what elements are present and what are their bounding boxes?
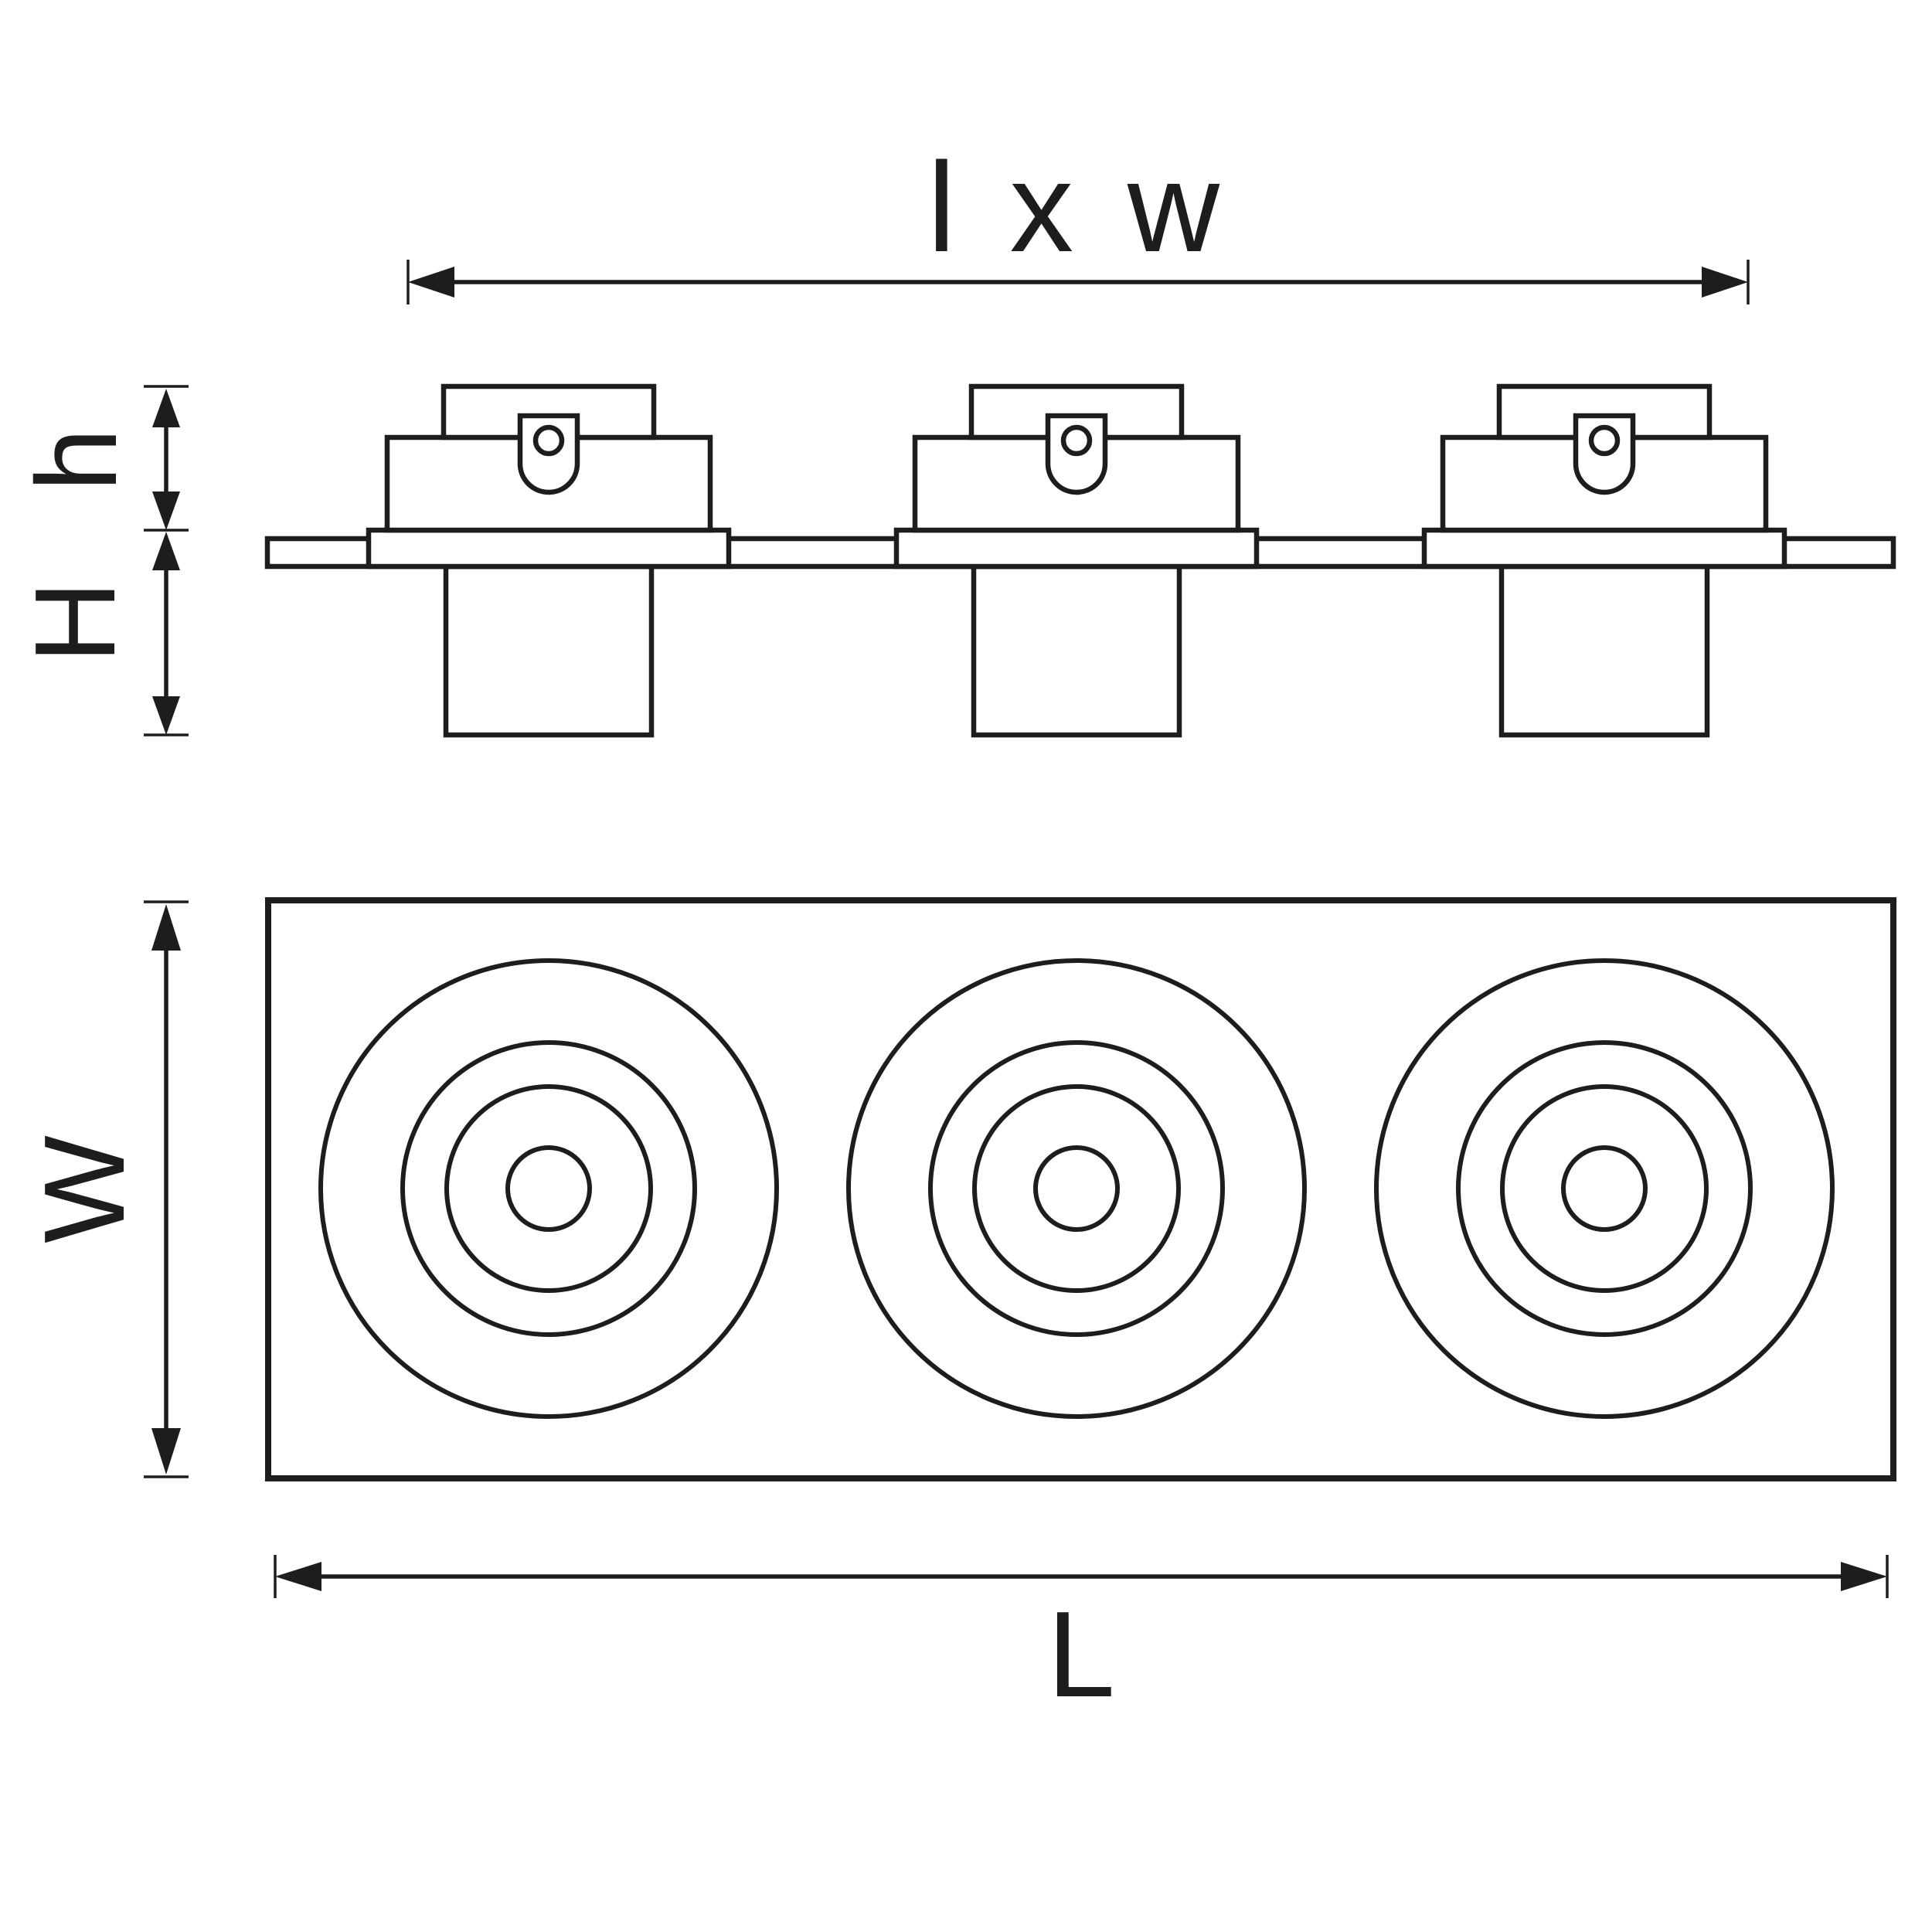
trim-ring: [846, 958, 1307, 1419]
spot-module-side: [1440, 383, 1769, 533]
gimbal-ring: [1456, 1040, 1753, 1337]
reflector-ring: [972, 1084, 1181, 1293]
dimension-lxw-label: l x w: [927, 136, 1229, 278]
clip-hole: [1588, 424, 1621, 457]
reflector-ring: [444, 1084, 653, 1293]
trim-frame: [893, 527, 1260, 570]
housing-box: [443, 563, 655, 738]
arrowhead-down-icon: [152, 696, 180, 735]
arrowhead-right-icon: [1841, 1562, 1887, 1591]
reflector-ring: [1500, 1084, 1709, 1293]
dimension-h-label: h: [13, 428, 141, 492]
arrowhead-up-icon: [151, 904, 181, 951]
housing-box: [971, 563, 1182, 738]
arrowhead-up-icon: [152, 532, 180, 570]
side-view: [264, 383, 1896, 738]
lamp-center: [1033, 1145, 1120, 1232]
gimbal-ring: [928, 1040, 1225, 1337]
clip-hole: [1060, 424, 1093, 457]
arrowhead-down-icon: [152, 492, 180, 530]
recessed-housings: [443, 563, 1710, 738]
clip-hole: [532, 424, 565, 457]
spot-module-front: [846, 958, 1307, 1419]
arrowhead-up-icon: [152, 389, 180, 427]
dimension-W-label: W: [21, 1135, 148, 1243]
spot-module-front: [318, 958, 779, 1419]
front-view: [265, 897, 1896, 1481]
housing-box: [1498, 563, 1710, 738]
lamp-center: [1561, 1145, 1648, 1232]
dimension-L: L: [274, 1555, 1889, 1723]
trim-ring: [1374, 958, 1835, 1419]
dimension-h: h: [13, 385, 189, 532]
spot-module-front: [1374, 958, 1835, 1419]
gimbal-ring: [400, 1040, 697, 1337]
mounting-plate: [264, 527, 1896, 570]
arrowhead-down-icon: [151, 1428, 181, 1475]
spot-module-side: [912, 383, 1241, 533]
dimension-L-label: L: [1047, 1587, 1115, 1723]
trim-frame: [1421, 527, 1787, 570]
trim-frame: [366, 527, 732, 570]
dimension-H: H: [12, 532, 189, 736]
arrowhead-left-icon: [275, 1562, 321, 1591]
dimension-lxw: l x w: [406, 136, 1750, 304]
fixture-outline: [265, 897, 1896, 1481]
trim-ring: [318, 958, 779, 1419]
spot-module-side: [384, 383, 713, 533]
dimension-H-label: H: [12, 581, 139, 664]
arrowhead-left-icon: [408, 267, 454, 298]
dimension-W: W: [21, 900, 189, 1478]
arrowhead-right-icon: [1702, 267, 1748, 298]
lamp-center: [505, 1145, 592, 1232]
